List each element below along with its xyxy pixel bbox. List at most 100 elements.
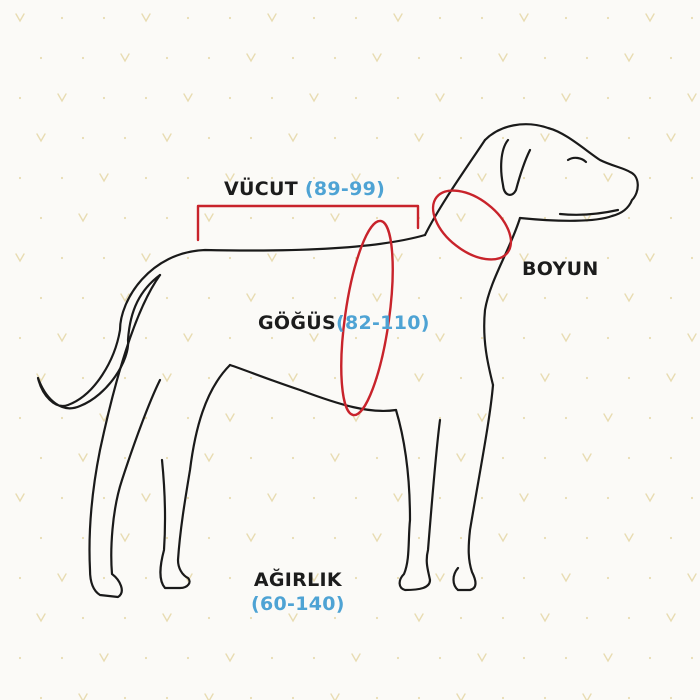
pattern-dot <box>102 96 106 100</box>
pattern-chevron <box>204 453 214 463</box>
pattern-dot <box>585 136 589 140</box>
pattern-dot <box>165 56 169 60</box>
pattern-dot <box>417 56 421 60</box>
pattern-dot <box>18 576 22 580</box>
pattern-chevron <box>645 253 655 263</box>
pattern-dot <box>459 296 463 300</box>
pattern-dot <box>627 696 631 700</box>
pattern-dot <box>81 136 85 140</box>
pattern-dot <box>417 696 421 700</box>
pattern-dot <box>690 656 694 660</box>
pattern-dot <box>312 16 316 20</box>
pattern-dot <box>228 16 232 20</box>
pattern-dot <box>606 336 610 340</box>
pattern-chevron <box>225 413 235 423</box>
pattern-dot <box>354 496 358 500</box>
pattern-dot <box>480 336 484 340</box>
pattern-chevron <box>582 453 592 463</box>
pattern-chevron <box>498 533 508 543</box>
pattern-dot <box>501 376 505 380</box>
dog-throat <box>483 216 522 387</box>
pattern-chevron <box>477 653 487 663</box>
pattern-dot <box>60 656 64 660</box>
pattern-chevron <box>645 493 655 503</box>
dog-front-leg-right <box>452 383 495 592</box>
pattern-dot <box>459 616 463 620</box>
pattern-dot <box>249 136 253 140</box>
pattern-dot <box>60 256 64 260</box>
pattern-dot <box>333 376 337 380</box>
pattern-chevron <box>15 493 25 503</box>
pattern-dot <box>396 336 400 340</box>
pattern-dot <box>333 536 337 540</box>
neck-girth-ellipse <box>431 189 513 261</box>
pattern-chevron <box>582 693 592 700</box>
pattern-chevron <box>183 333 193 343</box>
pattern-chevron <box>78 693 88 700</box>
pattern-dot <box>522 336 526 340</box>
pattern-dot <box>564 256 568 260</box>
pattern-dot <box>522 416 526 420</box>
pattern-dot <box>39 696 43 700</box>
pattern-dot <box>39 296 43 300</box>
pattern-chevron <box>183 93 193 103</box>
pattern-chevron <box>435 93 445 103</box>
pattern-dot <box>228 576 232 580</box>
pattern-dot <box>627 376 631 380</box>
pattern-dot <box>585 56 589 60</box>
pattern-dot <box>270 176 274 180</box>
pattern-chevron <box>288 613 298 623</box>
pattern-dot <box>522 176 526 180</box>
pattern-dot <box>627 216 631 220</box>
pattern-dot <box>144 416 148 420</box>
pattern-chevron <box>15 13 25 23</box>
pattern-dot <box>459 136 463 140</box>
pattern-dot <box>396 576 400 580</box>
pattern-dot <box>291 216 295 220</box>
pattern-dot <box>81 376 85 380</box>
pattern-dot <box>333 296 337 300</box>
pattern-chevron <box>351 413 361 423</box>
pattern-chevron <box>309 333 319 343</box>
pattern-chevron <box>372 533 382 543</box>
pattern-chevron <box>57 93 67 103</box>
pattern-dot <box>312 656 316 660</box>
pattern-dot <box>459 536 463 540</box>
body-length-bracket <box>196 204 420 242</box>
pattern-dot <box>249 456 253 460</box>
pattern-chevron <box>603 653 613 663</box>
pattern-chevron <box>141 493 151 503</box>
pattern-dot <box>186 16 190 20</box>
pattern-chevron <box>456 213 466 223</box>
pattern-dot <box>291 536 295 540</box>
pattern-chevron <box>309 573 319 583</box>
pattern-chevron <box>267 493 277 503</box>
pattern-dot <box>102 576 106 580</box>
pattern-dot <box>501 136 505 140</box>
pattern-dot <box>648 416 652 420</box>
pattern-dot <box>522 656 526 660</box>
pattern-dot <box>564 656 568 660</box>
pattern-dot <box>228 496 232 500</box>
pattern-chevron <box>687 333 697 343</box>
pattern-chevron <box>624 293 634 303</box>
pattern-dot <box>123 376 127 380</box>
pattern-chevron <box>288 373 298 383</box>
pattern-dot <box>123 136 127 140</box>
pattern-dot <box>102 496 106 500</box>
pattern-dot <box>564 496 568 500</box>
pattern-dot <box>186 416 190 420</box>
pattern-dot <box>438 256 442 260</box>
pattern-dot <box>39 456 43 460</box>
pattern-dot <box>60 496 64 500</box>
pattern-dot <box>375 616 379 620</box>
pattern-chevron <box>435 333 445 343</box>
pattern-dot <box>564 16 568 20</box>
pattern-dot <box>606 576 610 580</box>
pattern-chevron <box>456 453 466 463</box>
pattern-chevron <box>246 53 256 63</box>
pattern-dot <box>501 456 505 460</box>
pattern-dot <box>396 96 400 100</box>
pattern-dot <box>333 616 337 620</box>
